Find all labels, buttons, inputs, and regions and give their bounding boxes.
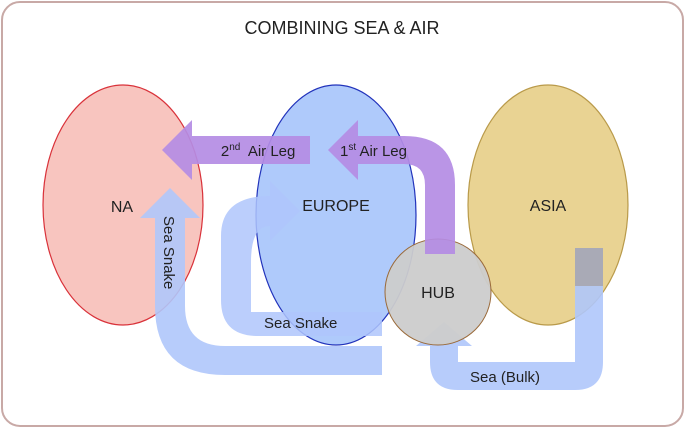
sea-snake-inner-arrow xyxy=(221,181,382,336)
first-air-leg-arrow xyxy=(328,120,455,254)
diagram-title: COMBINING SEA & AIR xyxy=(244,18,439,38)
asia-label: ASIA xyxy=(530,198,567,215)
second-air-leg-arrow xyxy=(162,120,310,180)
first-air-leg-text: Air Leg xyxy=(356,143,407,160)
sea-snake-vertical-label: Sea Snake xyxy=(160,216,177,289)
sea-snake-inner-label: Sea Snake xyxy=(264,315,337,332)
na-label: NA xyxy=(111,199,134,216)
second-air-leg-number: 2 xyxy=(221,143,229,160)
first-air-leg-number: 1 xyxy=(340,143,348,160)
second-air-leg-superscript: nd xyxy=(229,142,240,153)
first-air-leg-label: 1st Air Leg xyxy=(340,142,407,160)
first-air-leg-superscript: st xyxy=(348,142,356,153)
second-air-leg-label: 2nd Air Leg xyxy=(200,142,308,160)
sea-bulk-stub xyxy=(575,248,603,286)
second-air-leg-text: Air Leg xyxy=(240,143,295,160)
europe-label: EUROPE xyxy=(302,198,370,215)
sea-bulk-label: Sea (Bulk) xyxy=(470,369,540,386)
sea-snake-outer-arrow xyxy=(140,188,382,375)
hub-label: HUB xyxy=(421,285,455,302)
